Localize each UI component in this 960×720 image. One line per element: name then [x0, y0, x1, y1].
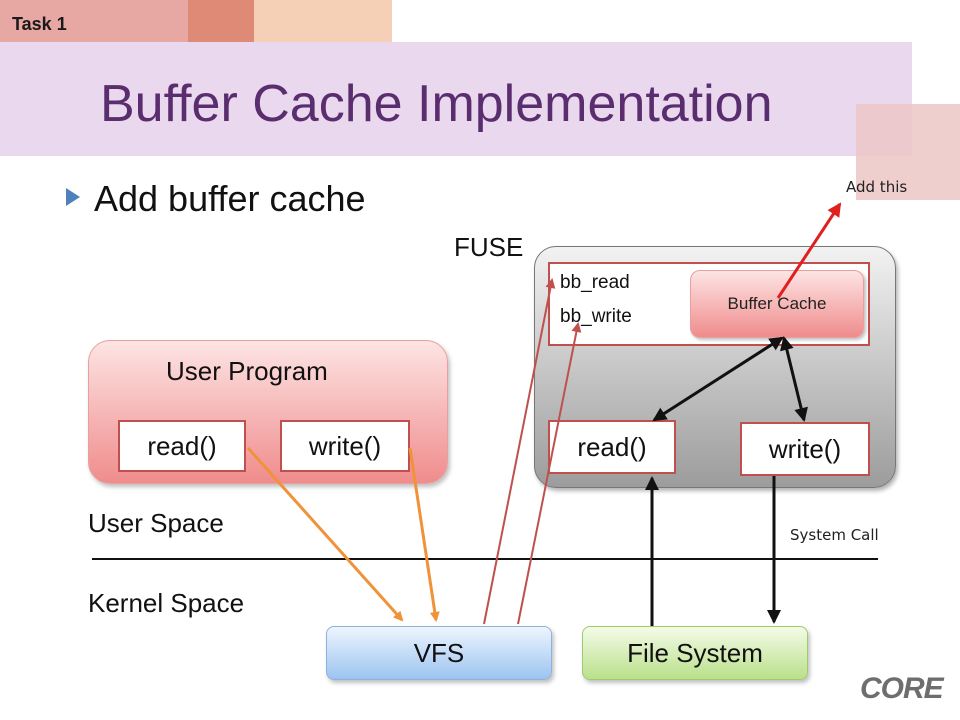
user-write-box: write() [280, 420, 410, 472]
slide-title: Buffer Cache Implementation [100, 75, 773, 133]
cache-write-arrow [780, 336, 808, 422]
bullet-text: Add buffer cache [94, 178, 366, 219]
header-deco-lavender [0, 42, 912, 156]
user-program-title: User Program [166, 356, 328, 386]
add-this-note: Add this [846, 178, 908, 196]
file-system-box: File System [582, 626, 808, 680]
add-this-arrow [776, 202, 842, 299]
core-logo: CORE [860, 672, 956, 716]
bullet-arrow-icon [66, 188, 80, 206]
bb-write-label: bb_write [560, 306, 632, 327]
system-call-label: System Call [790, 526, 879, 544]
user-read-box: read() [118, 420, 246, 472]
read-to-vfs-arrow [246, 446, 404, 622]
buffer-cache-box: Buffer Cache [690, 270, 864, 338]
kernel-space-label: Kernel Space [88, 588, 245, 618]
fuse-label: FUSE [454, 232, 524, 262]
vfs-to-bb-read-arrow [483, 278, 556, 625]
user-space-label: User Space [88, 508, 224, 538]
task-label: Task 1 [12, 14, 67, 34]
header-deco-square [856, 104, 960, 200]
write-to-vfs-arrow [408, 447, 440, 622]
vfs-to-bb-write-arrow [517, 322, 582, 625]
cache-read-arrow [652, 336, 784, 422]
vfs-box: VFS [326, 626, 552, 680]
fuse-read-box: read() [548, 420, 676, 474]
bb-read-label: bb_read [560, 272, 630, 293]
core-logo-text: CORE [860, 672, 944, 705]
fuse-write-box: write() [740, 422, 870, 476]
